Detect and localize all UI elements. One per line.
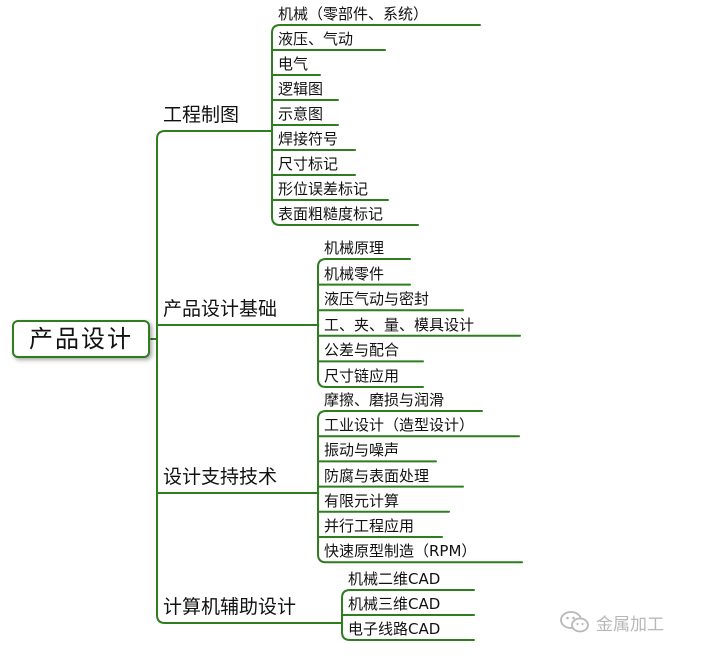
watermark: 金属加工: [560, 608, 664, 636]
leaf-node: 示意图: [278, 105, 324, 123]
leaf-node: 机械二维CAD: [348, 570, 441, 588]
leaf-node: 机械三维CAD: [348, 595, 441, 613]
leaf-node: 形位误差标记: [278, 180, 369, 198]
leaf-node: 公差与配合: [324, 341, 400, 360]
leaf-node: 液压、气动: [278, 30, 354, 48]
wechat-icon: [560, 611, 589, 633]
branch-design-fundamentals: 产品设计基础: [163, 298, 278, 320]
leaf-node: 机械（零部件、系统）: [278, 5, 429, 23]
watermark-text: 金属加工: [596, 614, 664, 635]
leaf-node: 并行工程应用: [324, 517, 415, 535]
leaf-node: 振动与噪声: [324, 441, 400, 460]
branch-underline: [156, 614, 335, 624]
leaf-node: 尺寸标记: [278, 155, 339, 173]
leaf-node: 电子线路CAD: [348, 620, 441, 638]
branch-engineering-drawing: 工程制图: [163, 104, 240, 126]
leaf-node: 工、夹、量、模具设计: [324, 315, 475, 334]
leaf-underline: [271, 216, 419, 226]
leaf-underline: [271, 24, 481, 34]
leaf-node: 机械原理: [324, 239, 385, 257]
leaf-underline: [341, 631, 475, 641]
leaf-node: 液压气动与密封: [324, 290, 430, 309]
branch-computer-aided-design: 计算机辅助设计: [163, 596, 297, 618]
leaf-node: 有限元计算: [324, 491, 400, 510]
root-node: 产品设计: [12, 320, 150, 358]
branch-design-support-tech: 设计支持技术: [163, 466, 278, 488]
leaf-underline: [317, 258, 411, 268]
leaf-node: 逻辑图: [278, 80, 324, 98]
leaf-node: 机械零件: [324, 264, 385, 283]
leaf-underline: [317, 410, 483, 420]
leaf-node: 快速原型制造（RPM）: [324, 542, 477, 561]
leaf-node: 焊接符号: [278, 130, 339, 148]
leaf-node: 工业设计（造型设计）: [324, 416, 475, 435]
leaf-node: 摩擦、磨损与润滑: [324, 391, 445, 409]
leaf-underline: [341, 589, 475, 599]
leaf-node: 表面粗糙度标记: [278, 205, 384, 223]
leaf-node: 电气: [278, 55, 309, 73]
branch-underline: [156, 130, 267, 140]
leaf-underline: [317, 553, 523, 564]
leaf-node: 尺寸链应用: [324, 367, 400, 385]
leaf-node: 防腐与表面处理: [324, 466, 430, 485]
leaf-underline: [317, 378, 424, 388]
